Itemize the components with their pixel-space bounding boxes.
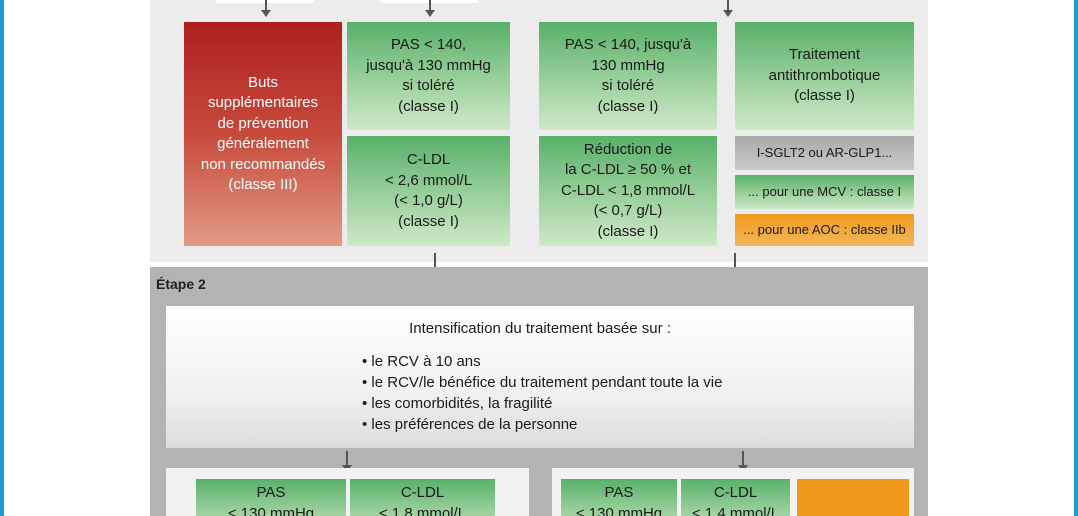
cldl-box-d: C-LDL < 1,4 mmol/L — [681, 479, 790, 516]
pas-box-c: PAS < 130 mmHg — [196, 479, 346, 516]
mcv-box: ... pour une MCV : classe I — [735, 175, 914, 209]
flowchart: Buts supplémentaires de prévention génér… — [4, 0, 1074, 516]
no-goals-box: Buts supplémentaires de prévention génér… — [184, 22, 342, 246]
criteria-bullet: • le RCV/le bénéfice du traitement penda… — [362, 374, 723, 391]
orange-box — [797, 479, 909, 516]
pas-box-d: PAS < 130 mmHg — [561, 479, 677, 516]
pas-box-b: PAS < 140, jusqu'à 130 mmHg si toléré (c… — [539, 22, 717, 130]
cldl-box-a: C-LDL < 2,6 mmol/L (< 1,0 g/L) (classe I… — [347, 136, 510, 246]
criteria-bullet: • les préférences de la personne — [362, 416, 578, 433]
cldl-box-b: Réduction de la C-LDL ≥ 50 % et C-LDL < … — [539, 136, 717, 246]
criteria-bullet: • le RCV à 10 ans — [362, 353, 481, 370]
cldl-box-c: C-LDL < 1,8 mmol/L — [350, 479, 495, 516]
stage2-label: Étape 2 — [156, 276, 206, 292]
criteria-box: Intensification du traitement basée sur … — [166, 306, 914, 448]
pas-box-a: PAS < 140, jusqu'à 130 mmHg si toléré (c… — [347, 22, 510, 130]
aoc-box: ... pour une AOC : classe IIb — [735, 214, 914, 246]
criteria-title: Intensification du traitement basée sur … — [409, 320, 671, 337]
criteria-bullet: • les comorbidités, la fragilité — [362, 395, 553, 412]
sglt2-box: I-SGLT2 ou AR-GLP1... — [735, 136, 914, 170]
antithrombotic-box: Traitement antithrombotique (classe I) — [735, 22, 914, 130]
